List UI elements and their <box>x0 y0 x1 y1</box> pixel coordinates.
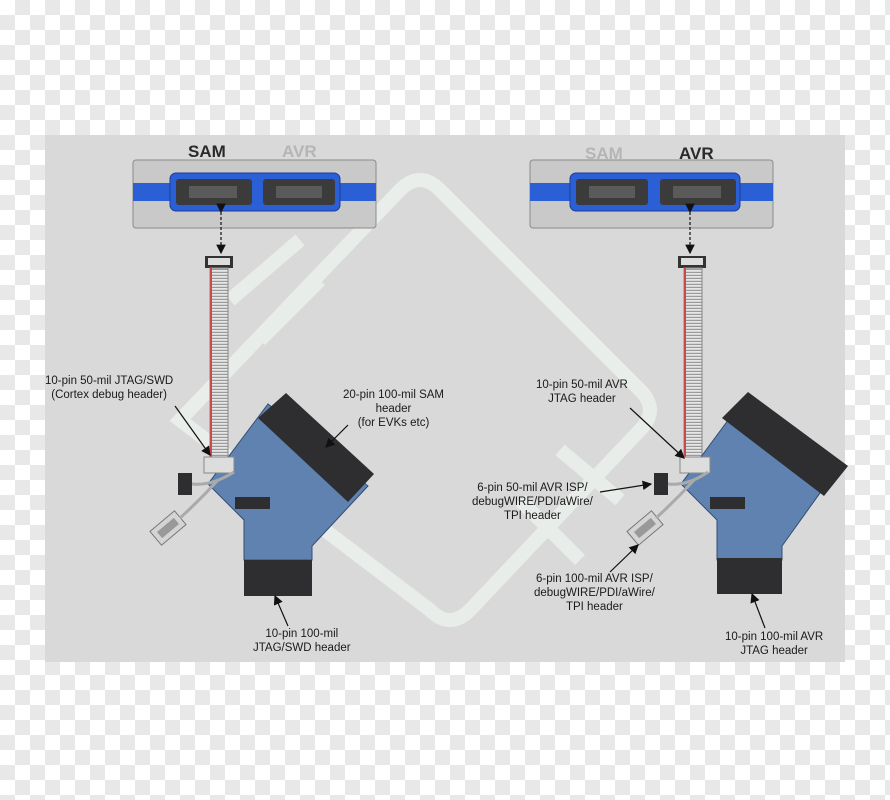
label-avr-jtag-50mil: 10-pin 50-mil AVR JTAG header <box>536 379 628 405</box>
label-sam-20pin: 20-pin 100-mil SAM header (for EVKs etc) <box>343 389 444 429</box>
label-jtag-swd-50mil: 10-pin 50-mil JTAG/SWD (Cortex debug hea… <box>45 375 174 401</box>
avr-port-connector-right[interactable] <box>660 179 736 205</box>
watermark-shape <box>169 173 657 627</box>
label-jtag-swd-100mil: 10-pin 100-mil JTAG/SWD header <box>253 628 351 654</box>
label-avr-isp-50mil: 6-pin 50-mil AVR ISP/ debugWIRE/PDI/aWir… <box>472 482 593 522</box>
ribbon-cable <box>209 267 229 461</box>
callout-arrows <box>174 405 766 629</box>
sam-debugger-device <box>132 159 377 229</box>
ribbon-cable-right <box>683 267 703 461</box>
sam-port-connector[interactable] <box>176 179 252 205</box>
sam-port-connector-right[interactable] <box>576 179 648 205</box>
label-avr-isp-100mil: 6-pin 100-mil AVR ISP/ debugWIRE/PDI/aWi… <box>534 573 655 613</box>
tab-avr-left[interactable]: AVR <box>282 142 317 161</box>
tab-avr-right[interactable]: AVR <box>679 144 714 163</box>
tab-sam-right[interactable]: SAM <box>585 144 623 163</box>
sam-adapter-board <box>149 393 374 596</box>
avr-debugger-device <box>529 159 774 229</box>
avr-adapter-board <box>626 392 848 594</box>
avr-port-connector[interactable] <box>263 179 335 205</box>
label-avr-jtag-100mil: 10-pin 100-mil AVR JTAG header <box>725 631 824 657</box>
tab-sam-left[interactable]: SAM <box>188 142 226 161</box>
